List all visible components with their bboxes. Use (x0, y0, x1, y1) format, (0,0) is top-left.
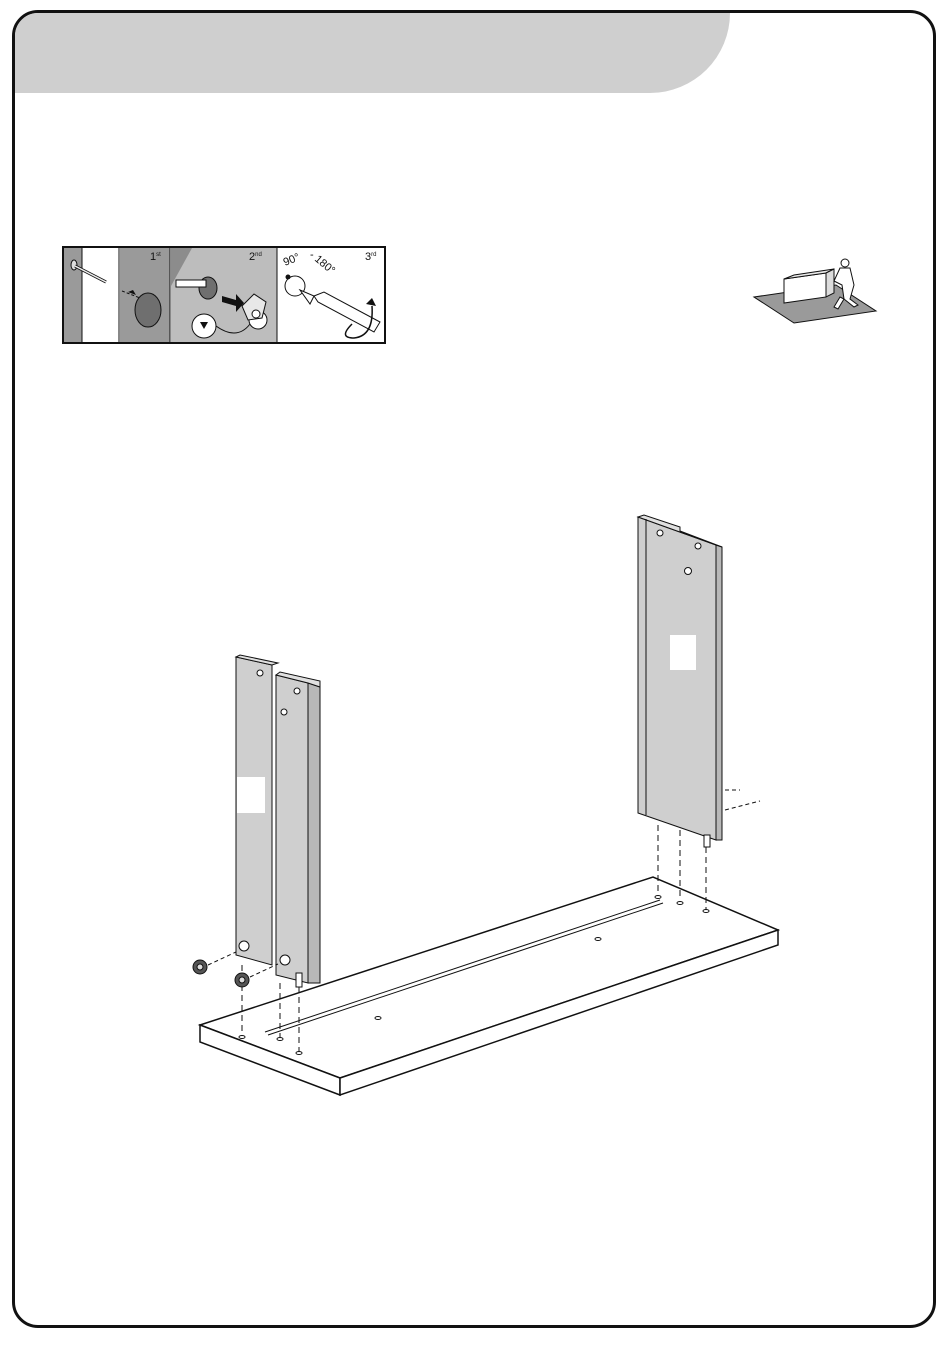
left-side-panel (236, 655, 278, 965)
cam-lock-icon (235, 964, 278, 987)
right-side-panel (638, 515, 760, 847)
cam-lock-step-panel: 1st 2nd 90° - 180° (62, 246, 386, 344)
assembly-illustration (180, 505, 780, 1105)
person-assembling-icon (750, 255, 880, 325)
header-tab (15, 13, 730, 93)
cam-lock-icon (193, 952, 236, 974)
step-2-section: 2nd (171, 248, 277, 342)
step-1-section: 1st (120, 248, 170, 342)
left-front-panel (276, 672, 320, 987)
